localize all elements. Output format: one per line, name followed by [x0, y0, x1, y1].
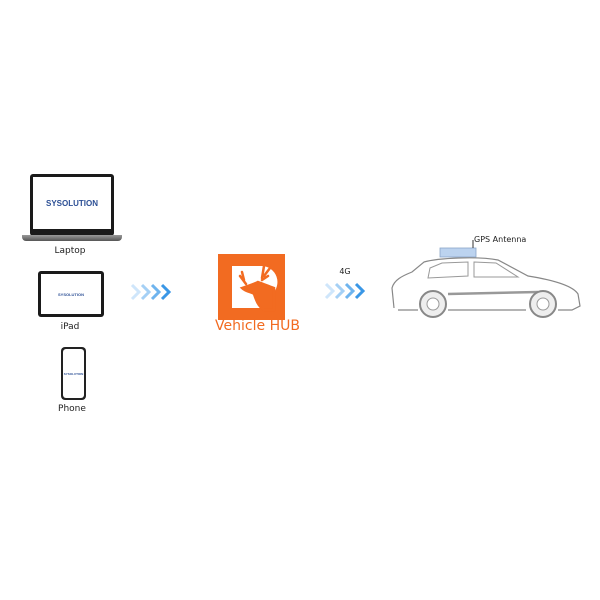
vehicle-hub-label: Vehicle HUB [215, 318, 300, 334]
ipad: SYSOLUTION [38, 271, 104, 317]
gps-antenna-box [439, 247, 477, 258]
gps-antenna-label: GPS Antenna [474, 235, 527, 244]
ipad-label: iPad [60, 322, 80, 332]
sysolution-logo: SYSOLUTION [63, 371, 84, 376]
car-illustration [391, 240, 581, 318]
sysolution-logo: SYSOLUTION [57, 291, 84, 297]
laptop-label: Laptop [54, 246, 86, 256]
laptop-screen: SYSOLUTION [30, 174, 114, 236]
chevron-arrows-icon [130, 283, 172, 301]
laptop-base [22, 235, 122, 241]
4g-label: 4G [339, 267, 351, 276]
laptop: SYSOLUTION [22, 174, 122, 242]
chevron-arrows-icon [324, 282, 366, 300]
phone: SYSOLUTION [61, 347, 86, 400]
phone-label: Phone [58, 404, 86, 414]
sysolution-logo: SYSOLUTION [45, 198, 98, 208]
vehicle-hub-logo [218, 254, 285, 320]
